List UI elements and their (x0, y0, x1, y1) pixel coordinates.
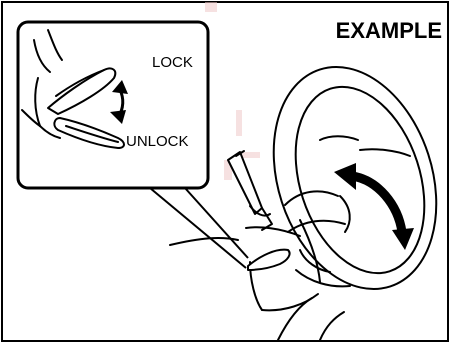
turn-signal-stalk (228, 151, 272, 230)
zoom-inset: LOCK UNLOCK (18, 22, 208, 188)
callout-leader-lines (150, 188, 248, 268)
inset-frame (18, 22, 208, 188)
steering-column-shroud (170, 220, 344, 340)
lock-label: LOCK (152, 54, 193, 71)
figure-title: EXAMPLE (336, 18, 442, 43)
unlock-label: UNLOCK (126, 133, 189, 150)
double-headed-arc-arrow-icon (334, 163, 414, 250)
